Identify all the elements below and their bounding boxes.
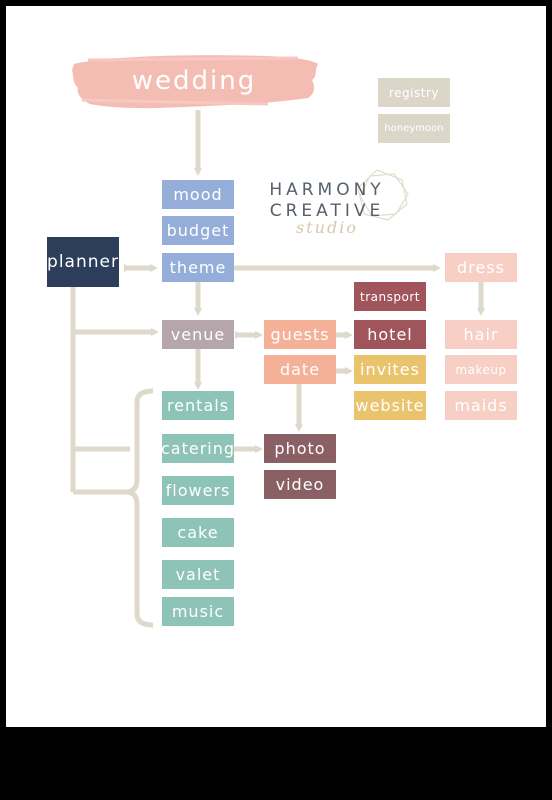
node-guests: guests (264, 320, 336, 349)
logo-hexagon-icon (357, 169, 409, 221)
node-music: music (162, 597, 234, 626)
bottom-black-bar (0, 727, 552, 800)
node-rentals: rentals (162, 391, 234, 420)
harmony-creative-logo: HARMONY CREATIVE studio (262, 162, 412, 242)
node-hair: hair (445, 320, 517, 349)
node-makeup: makeup (445, 355, 517, 384)
node-invites: invites (354, 355, 426, 384)
node-budget: budget (162, 216, 234, 245)
wedding-brush-stroke (72, 55, 318, 109)
node-hotel: hotel (354, 320, 426, 349)
node-planner: planner (47, 237, 119, 287)
node-valet: valet (162, 560, 234, 589)
node-transport: transport (354, 282, 426, 311)
node-catering: catering (162, 434, 234, 463)
logo-line-harmony: HARMONY (269, 180, 385, 200)
node-website: website (354, 391, 426, 420)
node-venue: venue (162, 320, 234, 349)
node-date: date (264, 355, 336, 384)
node-mood: mood (162, 180, 234, 209)
node-dress: dress (445, 253, 517, 282)
node-theme: theme (162, 253, 234, 282)
node-honeymoon: honeymoon (378, 114, 450, 143)
node-cake: cake (162, 518, 234, 547)
node-video: video (264, 470, 336, 499)
logo-line-studio: studio (296, 218, 358, 237)
node-photo: photo (264, 434, 336, 463)
wedding-title: wedding (131, 66, 257, 96)
node-registry: registry (378, 78, 450, 107)
node-maids: maids (445, 391, 517, 420)
node-flowers: flowers (162, 476, 234, 505)
logo-line-creative: CREATIVE (269, 201, 385, 221)
